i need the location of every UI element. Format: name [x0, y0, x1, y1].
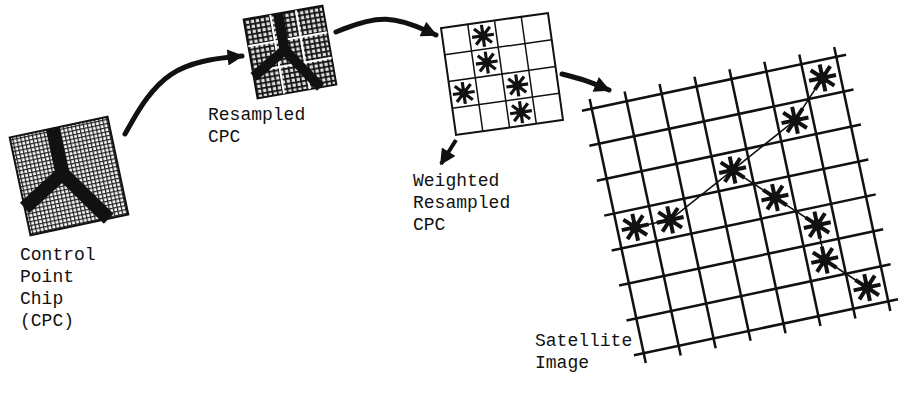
matched-cell: [619, 211, 652, 244]
grid-line: [634, 299, 898, 355]
satellite-grid: [580, 45, 900, 365]
flow-arrow: [336, 19, 436, 35]
grid-line: [627, 264, 891, 320]
matched-cell: [851, 271, 884, 304]
matched-cell: [808, 244, 841, 277]
matched-cell: [801, 209, 834, 242]
figure-label: Resampled CPC: [208, 104, 305, 148]
weighted-chip: [441, 13, 563, 135]
pointer-arrow: [441, 140, 456, 164]
matched-cell: [759, 181, 792, 214]
resampled-node: Resampled CPC: [250, 12, 330, 92]
matched-cell: [806, 62, 839, 95]
figure-label: Control Point Chip (CPC): [20, 244, 96, 332]
figure-label: Weighted Resampled CPC: [413, 170, 510, 236]
matched-cell: [716, 154, 749, 187]
control-point-chip: [10, 117, 129, 236]
resampled-chip: [244, 6, 337, 99]
feature-trace: [613, 78, 845, 227]
matched-cell: [779, 104, 812, 137]
feature-trace: [733, 148, 868, 310]
weighted-node: Weighted Resampled CPC: [448, 20, 556, 128]
figure-label: Satellite Image: [535, 330, 632, 374]
satellite-node: Satellite Image: [615, 80, 865, 330]
flow-arrow: [562, 74, 609, 90]
matched-cell: [654, 204, 687, 237]
chip-node: Control Point Chip (CPC): [19, 126, 119, 226]
